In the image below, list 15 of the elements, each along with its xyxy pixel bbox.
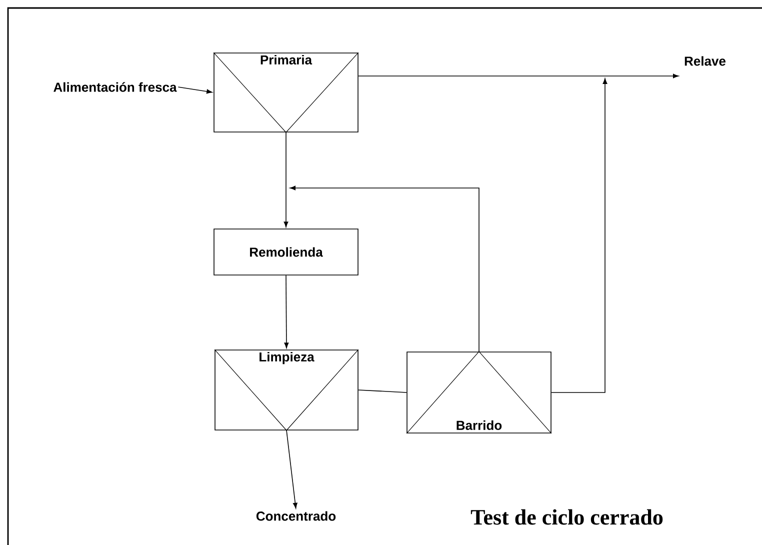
arrow	[284, 132, 288, 228]
arrow	[284, 274, 289, 348]
arrow	[178, 86, 212, 94]
flotation-cell: Limpieza	[214, 349, 359, 431]
arrow	[551, 78, 608, 393]
process-box: Remolienda	[214, 228, 358, 276]
arrow	[290, 186, 480, 352]
arrow	[286, 430, 298, 508]
stream-label: Alimentación fresca	[54, 82, 177, 92]
flotation-cell: Primaria	[213, 52, 359, 133]
flotation-cell: Barrido	[406, 351, 552, 434]
stream-label: Concentrado	[256, 511, 336, 521]
caption: Test de ciclo cerrado	[470, 509, 663, 525]
stream-label: Relave	[684, 56, 726, 66]
arrow	[358, 74, 679, 78]
